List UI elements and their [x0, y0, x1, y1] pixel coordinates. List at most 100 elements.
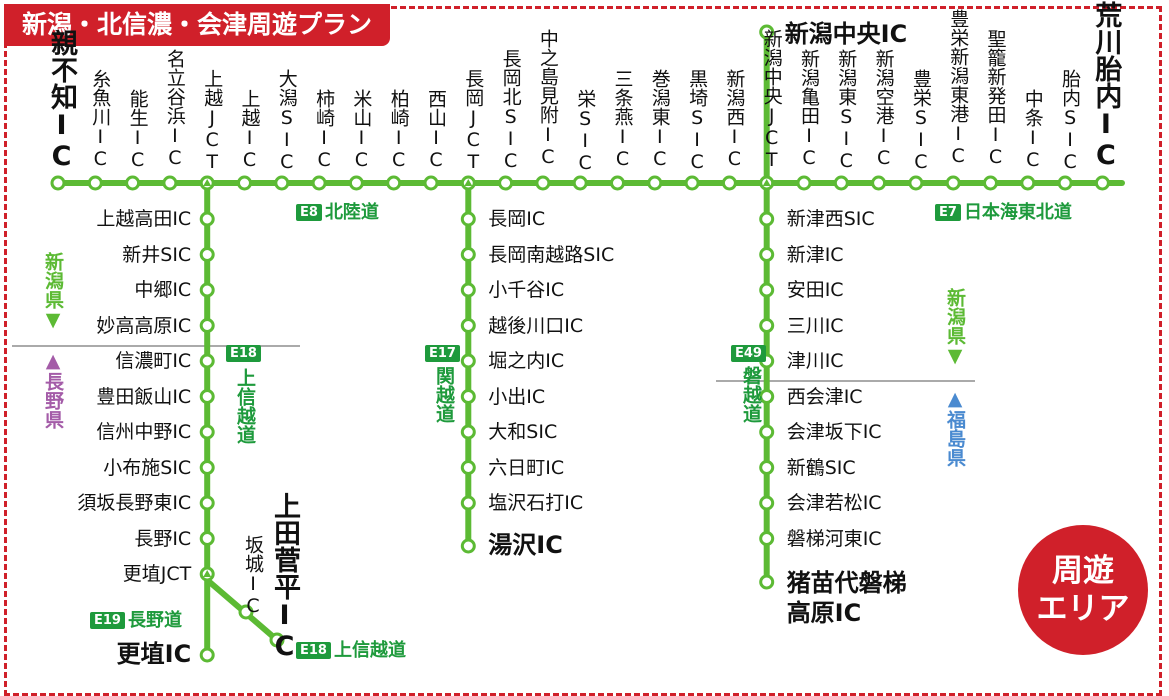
node-right-9	[759, 531, 775, 546]
route-e19-badge: E19	[90, 612, 125, 629]
label-top-0: 親不知IC	[46, 29, 77, 172]
route-e49-badge: E49	[731, 345, 766, 362]
label-left-6: 信州中野IC	[96, 421, 192, 443]
label-mid-6: 大和SIC	[488, 421, 558, 443]
label-left-9: 長野IC	[134, 527, 192, 550]
node-right-7	[759, 460, 775, 475]
label-top-21: 新潟東SIC	[835, 49, 858, 172]
label-top-19: 新潟中央JCT	[760, 29, 783, 171]
label-top-8: 米山IC	[350, 89, 373, 171]
label-right-6: 会津坂下IC	[786, 421, 882, 443]
label-right-9: 磐梯河東IC	[786, 527, 882, 550]
label-top-25: 聖籠新発田IC	[984, 29, 1007, 168]
label-left-7: 小布施SIC	[103, 456, 192, 479]
pref-niigata-right: 新潟県▼	[944, 288, 966, 367]
label-top-14: 栄SIC	[574, 89, 597, 174]
label-top-12: 長岡北SIC	[499, 49, 522, 172]
node-left-2	[199, 282, 215, 298]
area-badge-line2: エリア	[1036, 591, 1130, 627]
label-top-11: 長岡JCT	[462, 69, 485, 173]
node-top-5	[237, 175, 252, 191]
pref-nagano: ▲長野県	[42, 350, 64, 429]
label-top-20: 新潟亀田IC	[798, 49, 820, 169]
label-right-0: 新津西SIC	[786, 208, 875, 230]
node-niigata-chuo-ic	[759, 24, 775, 40]
label-mid-7: 六日町IC	[488, 456, 565, 479]
label-right-2: 安田IC	[786, 279, 844, 301]
route-e18-name: 上信越道	[234, 368, 256, 444]
node-top-4-jct-mark	[203, 179, 212, 186]
node-top-2	[125, 175, 141, 191]
label-left-4: 信濃町IC	[115, 350, 192, 372]
node-top-12	[498, 175, 514, 191]
node-top-7	[311, 175, 327, 191]
node-sakaki	[238, 604, 254, 620]
node-top-18	[721, 175, 737, 191]
route-e17-badge: E17	[425, 345, 460, 362]
node-mid-2	[460, 282, 476, 298]
node-top-24	[945, 175, 961, 191]
node-top-10	[423, 175, 439, 191]
node-right-8	[759, 495, 775, 511]
label-left-8: 須坂長野東IC	[77, 492, 192, 514]
route-map	[12, 24, 1125, 663]
label-left-end: 更埴IC	[116, 640, 192, 668]
node-top-13	[535, 175, 551, 191]
label-ueda: 上田菅平IC	[269, 492, 300, 662]
route-e17-name: 関越道	[433, 366, 455, 423]
area-badge: 周遊 エリア	[1018, 525, 1148, 655]
label-top-9: 柏崎IC	[387, 89, 410, 171]
route-e7-name: 日本海東北道	[963, 202, 1072, 223]
label-top-23: 豊栄SIC	[909, 69, 932, 173]
node-mid-0	[460, 211, 476, 227]
node-mid-4	[460, 353, 476, 369]
node-left-end	[199, 647, 215, 663]
label-left-2: 中郷IC	[134, 279, 192, 301]
route-e18b-badge: E18	[296, 642, 331, 659]
node-top-11-jct-mark	[464, 179, 473, 186]
label-top-15: 三条燕IC	[611, 69, 634, 170]
label-right-7: 新鶴SIC	[786, 456, 856, 479]
node-left-0	[199, 211, 215, 227]
node-right-0	[759, 211, 775, 227]
label-right-5: 西会津IC	[786, 385, 863, 408]
node-top-15	[610, 175, 625, 191]
node-left-9	[199, 531, 215, 546]
label-right-8: 会津若松IC	[786, 492, 882, 514]
node-top-19-jct-mark	[762, 179, 771, 186]
node-top-14	[572, 175, 588, 191]
node-mid-3	[460, 318, 476, 333]
node-top-20	[796, 175, 812, 191]
node-left-10-jct-mark	[203, 570, 212, 577]
node-left-4	[199, 353, 215, 369]
label-right-end: 猪苗代磐梯高原IC	[786, 569, 907, 627]
label-right-4: 津川IC	[786, 350, 844, 372]
node-mid-5	[460, 389, 476, 404]
node-mid-8	[460, 495, 476, 511]
node-left-5	[199, 389, 215, 404]
node-left-8	[199, 495, 215, 511]
label-mid-8: 塩沢石打IC	[488, 492, 584, 514]
route-e7-badge: E7	[935, 204, 961, 221]
node-top-1	[87, 175, 103, 191]
node-top-22	[871, 175, 887, 191]
node-top-25	[983, 175, 998, 191]
route-e8-badge: E8	[296, 204, 322, 221]
label-top-22: 新潟空港IC	[872, 49, 895, 169]
label-mid-3: 越後川口IC	[488, 314, 584, 337]
route-e18b-name: 上信越道	[333, 640, 406, 661]
node-right-3	[759, 318, 775, 333]
area-badge-line1: 周遊	[1052, 553, 1114, 589]
node-mid-end	[460, 538, 476, 554]
node-ueda	[269, 632, 285, 648]
label-mid-0: 長岡IC	[488, 208, 546, 230]
label-left-10: 更埴JCT	[122, 563, 192, 585]
label-top-17: 黒埼SIC	[686, 69, 709, 173]
page-title: 新潟・北信濃・会津周遊プラン	[4, 4, 391, 46]
label-mid-5: 小出IC	[488, 385, 546, 408]
node-top-0	[50, 175, 66, 191]
label-top-10: 西山IC	[425, 89, 447, 171]
